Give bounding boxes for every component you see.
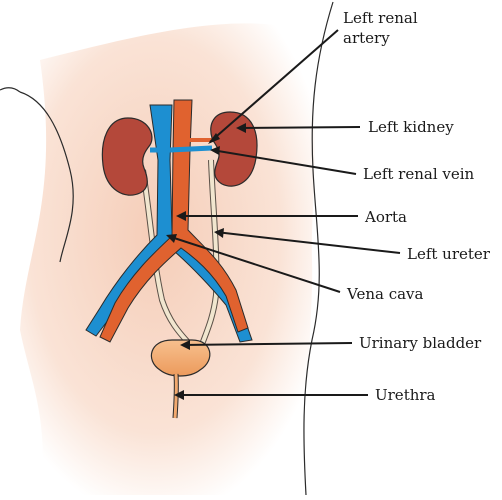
shoulder-outline (0, 88, 20, 92)
label-left-kidney: Left kidney (368, 118, 454, 136)
label-urethra: Urethra (375, 386, 436, 404)
label-left-ureter: Left ureter (407, 245, 490, 263)
leader-left-kidney (238, 127, 360, 128)
label-urinary-bladder: Urinary bladder (359, 334, 481, 352)
renal-vein-left (170, 148, 212, 150)
label-left-renal-artery: Left renal artery (343, 8, 423, 48)
label-left-renal-vein: Left renal vein (363, 165, 474, 183)
label-aorta: Aorta (365, 208, 407, 226)
label-vena-cava: Vena cava (347, 285, 423, 303)
torso-shape (20, 23, 320, 495)
